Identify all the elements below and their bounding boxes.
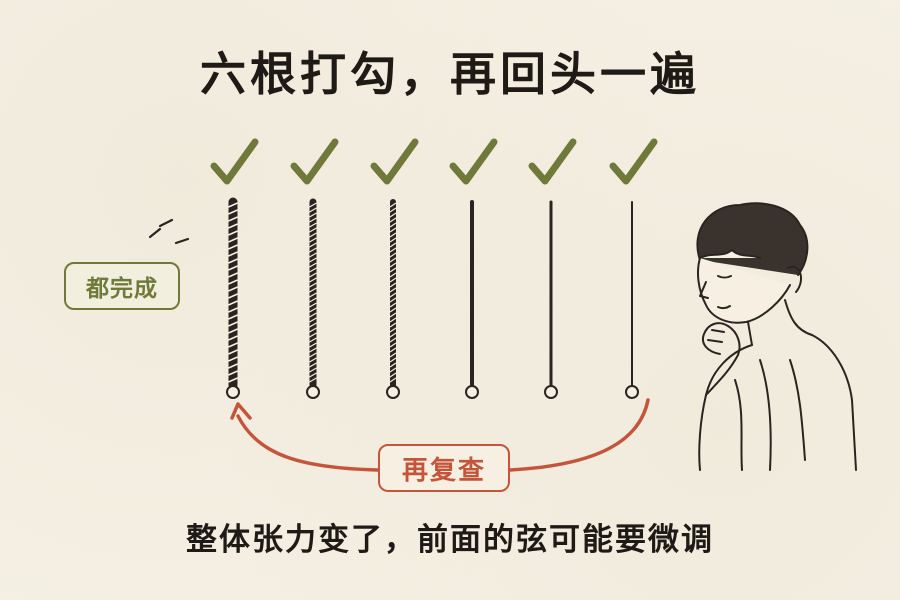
guitar-string [386,199,400,399]
checkmark-icon [528,138,577,185]
checkmark-icon [290,138,339,185]
recheck-arrow [230,398,650,472]
guitar-string [306,198,320,399]
caption: 整体张力变了，前面的弦可能要微调 [186,522,714,558]
checkmark-icon [609,138,658,185]
recheck-badge: 再复查 [378,444,510,492]
thinking-person [696,202,857,471]
guitar-string [226,197,240,399]
done-badge: 都完成 [64,262,180,310]
guitar-string [465,200,479,399]
page-title: 六根打勾，再回头一遍 [200,47,700,101]
emphasis-marks [148,218,190,245]
checkmarks-group [210,138,658,185]
checkmark-icon [449,138,498,185]
guitar-string [625,201,639,399]
strings-group [226,197,639,399]
checkmark-icon [370,138,419,185]
checkmark-icon [210,138,259,185]
guitar-string [544,200,558,399]
